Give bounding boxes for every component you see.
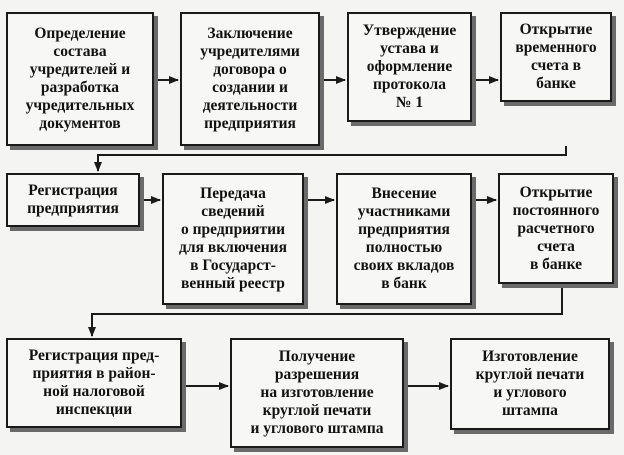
- step-tax-registration: Регистрация пред- приятия в район- ной н…: [6, 338, 182, 428]
- arrow-4-5: [94, 146, 567, 172]
- step-state-register: Передача сведений о предприятии для вклю…: [162, 173, 304, 305]
- step-tax-registration-text: Регистрация пред- приятия в район- ной н…: [28, 347, 160, 418]
- step-stamp-production: Изготовление круглой печати и углового ш…: [450, 338, 610, 430]
- step-define-founders-text: Определение состава учредителей и разраб…: [25, 25, 135, 132]
- step-stamp-permit: Получение разрешения на изготовление кру…: [230, 338, 404, 448]
- step-open-permanent-account: Открытие постоянного расчетного счета в …: [498, 173, 614, 284]
- step-open-temporary-account-text: Открытие временного счета в банке: [515, 21, 597, 92]
- step-state-register-text: Передача сведений о предприятии для вклю…: [179, 185, 287, 292]
- step-founders-agreement: Заключение учредителями договора о созда…: [180, 12, 320, 146]
- step-open-permanent-account-text: Открытие постоянного расчетного счета в …: [512, 183, 600, 273]
- step-stamp-permit-text: Получение разрешения на изготовление кру…: [250, 348, 384, 437]
- step-open-temporary-account: Открытие временного счета в банке: [500, 12, 612, 102]
- step-approve-charter: Утверждение устава и оформление протокол…: [347, 12, 472, 122]
- step-contributions-deposit-text: Внесение участниками предприятия полност…: [353, 185, 455, 292]
- arrow-8-9: [88, 286, 563, 337]
- step-define-founders: Определение состава учредителей и разраб…: [6, 12, 154, 146]
- step-stamp-production-text: Изготовление круглой печати и углового ш…: [475, 348, 585, 419]
- step-founders-agreement-text: Заключение учредителями договора о созда…: [200, 25, 300, 132]
- step-enterprise-registration: Регистрация предприятия: [6, 173, 140, 227]
- step-enterprise-registration-text: Регистрация предприятия: [27, 182, 119, 217]
- step-approve-charter-text: Утверждение устава и оформление протокол…: [362, 22, 457, 111]
- step-contributions-deposit: Внесение участниками предприятия полност…: [336, 173, 472, 305]
